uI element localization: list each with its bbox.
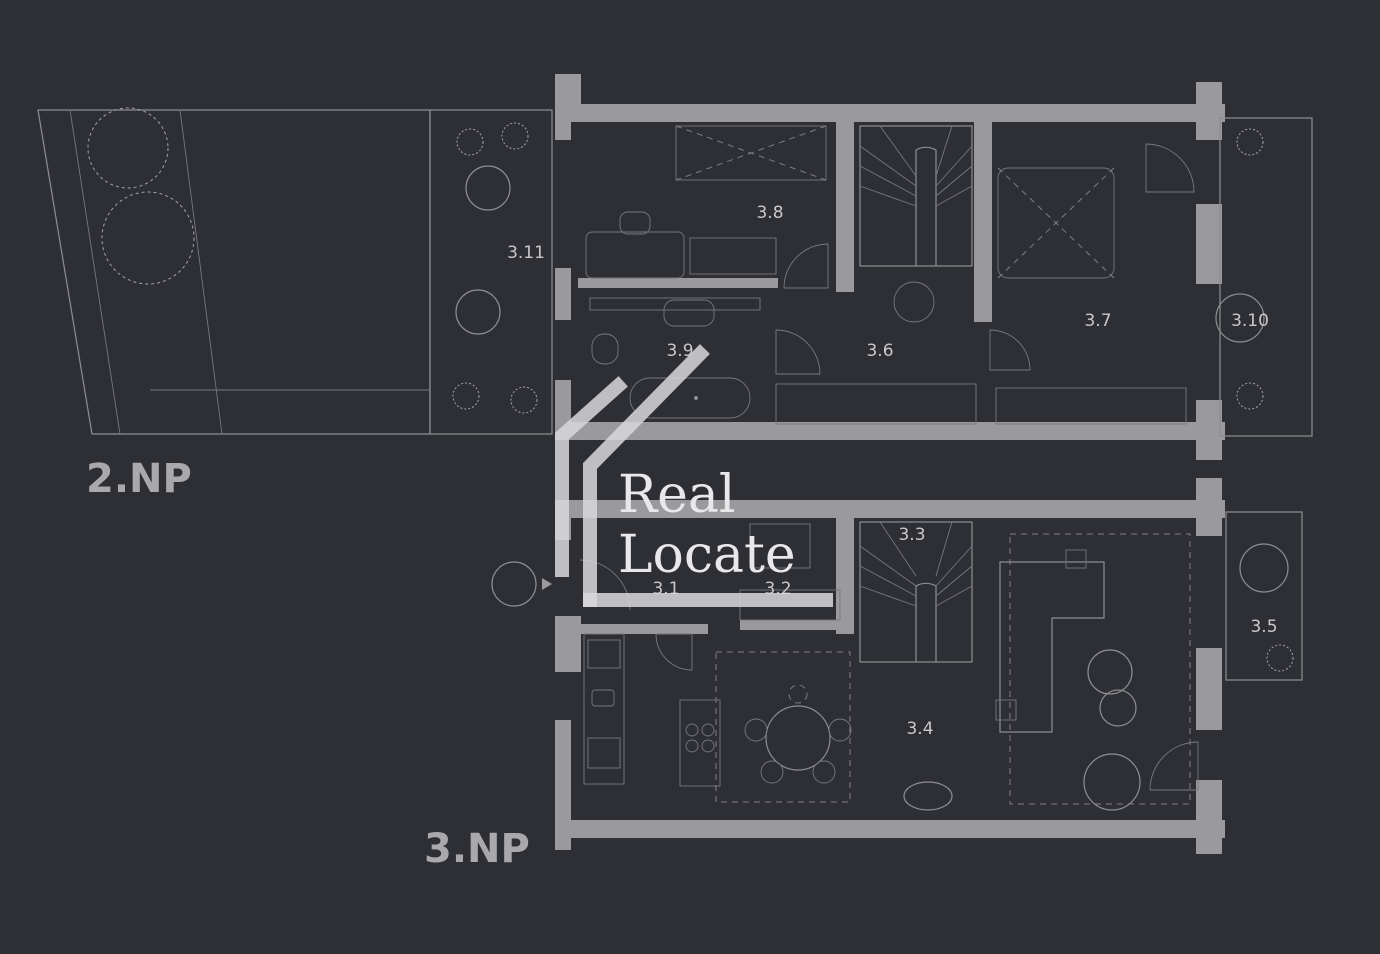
balcony-3-5 bbox=[1225, 511, 1303, 681]
room-label-3-8: 3.8 bbox=[756, 203, 783, 223]
room-label-3-7: 3.7 bbox=[1084, 311, 1111, 331]
floor-label-2np: 2.NP bbox=[86, 456, 192, 502]
terrace-3-11 bbox=[429, 109, 553, 435]
watermark-line1: Real bbox=[618, 465, 736, 525]
walls-2np bbox=[555, 74, 1225, 460]
floor-3np bbox=[491, 478, 1303, 854]
interior-2np bbox=[585, 125, 1195, 425]
floor-label-3np: 3.NP bbox=[424, 826, 530, 872]
interior-3np bbox=[491, 521, 1199, 811]
room-label-3-9: 3.9 bbox=[666, 341, 693, 361]
balcony-3-10 bbox=[1215, 117, 1313, 437]
room-label-3-6: 3.6 bbox=[866, 341, 893, 361]
watermark-line2: Locate bbox=[618, 525, 796, 585]
room-label-3-11: 3.11 bbox=[507, 243, 545, 263]
walls-3np bbox=[555, 478, 1225, 854]
room-label-3-3: 3.3 bbox=[898, 525, 925, 545]
watermark-logo: Real Locate bbox=[555, 344, 833, 607]
floor-2np bbox=[37, 74, 1313, 460]
room-label-3-5: 3.5 bbox=[1250, 617, 1277, 637]
room-label-3-10: 3.10 bbox=[1231, 311, 1269, 331]
room-label-3-4: 3.4 bbox=[906, 719, 933, 739]
garden bbox=[37, 107, 431, 435]
